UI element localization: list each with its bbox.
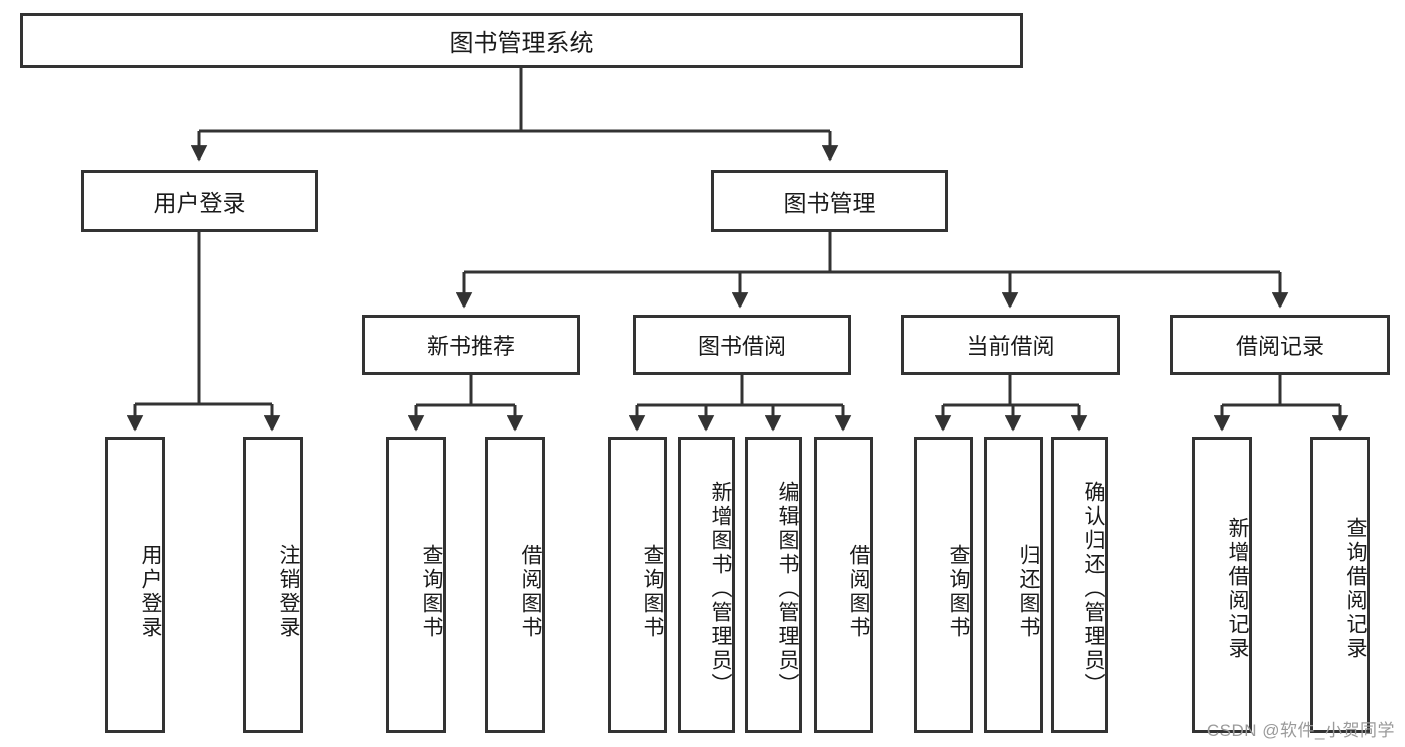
node-leaf-add-book-admin[interactable]: 新增图书（管理员） xyxy=(678,437,735,733)
node-leaf-borrow-book-1-label: 借阅图书 xyxy=(519,544,542,640)
node-leaf-query-book-1[interactable]: 查询图书 xyxy=(386,437,446,733)
node-root[interactable]: 图书管理系统 xyxy=(20,13,1023,68)
node-borrow-record-label: 借阅记录 xyxy=(1235,334,1324,359)
node-leaf-logout-login-label: 注销登录 xyxy=(277,544,300,640)
node-book-manage-label: 图书管理 xyxy=(783,190,876,216)
node-current-borrow-label: 当前借阅 xyxy=(966,334,1055,359)
node-book-borrow-label: 图书借阅 xyxy=(697,334,786,359)
node-leaf-borrow-book-1[interactable]: 借阅图书 xyxy=(485,437,545,733)
node-leaf-add-borrow-record[interactable]: 新增借阅记录 xyxy=(1192,437,1252,733)
node-leaf-confirm-return-admin[interactable]: 确认归还（管理员） xyxy=(1051,437,1108,733)
node-leaf-return-book-label: 归还图书 xyxy=(1017,544,1040,640)
node-leaf-edit-book-admin[interactable]: 编辑图书（管理员） xyxy=(745,437,802,733)
node-book-borrow[interactable]: 图书借阅 xyxy=(633,315,851,375)
node-leaf-query-book-3-label: 查询图书 xyxy=(947,544,970,640)
node-leaf-borrow-book-2-label: 借阅图书 xyxy=(847,544,870,640)
node-leaf-query-book-2[interactable]: 查询图书 xyxy=(608,437,667,733)
node-leaf-query-book-1-label: 查询图书 xyxy=(420,544,443,640)
node-leaf-query-borrow-record-label: 查询借阅记录 xyxy=(1344,517,1367,661)
node-leaf-query-book-2-label: 查询图书 xyxy=(641,544,664,640)
node-current-borrow[interactable]: 当前借阅 xyxy=(901,315,1120,375)
node-leaf-logout-login[interactable]: 注销登录 xyxy=(243,437,303,733)
node-root-label: 图书管理系统 xyxy=(449,30,594,57)
node-leaf-return-book[interactable]: 归还图书 xyxy=(984,437,1043,733)
node-leaf-borrow-book-2[interactable]: 借阅图书 xyxy=(814,437,873,733)
node-user-login-label: 用户登录 xyxy=(153,190,246,216)
watermark: CSDN @软件_小贺同学 xyxy=(1206,721,1395,740)
node-borrow-record[interactable]: 借阅记录 xyxy=(1170,315,1390,375)
node-leaf-confirm-return-admin-label: 确认归还（管理员） xyxy=(1082,481,1105,697)
node-book-manage[interactable]: 图书管理 xyxy=(711,170,948,232)
node-new-book-recommend-label: 新书推荐 xyxy=(426,334,515,359)
node-leaf-user-login-label: 用户登录 xyxy=(139,544,162,640)
node-leaf-add-borrow-record-label: 新增借阅记录 xyxy=(1226,517,1249,661)
node-leaf-user-login[interactable]: 用户登录 xyxy=(105,437,165,733)
node-leaf-query-borrow-record[interactable]: 查询借阅记录 xyxy=(1310,437,1370,733)
node-new-book-recommend[interactable]: 新书推荐 xyxy=(362,315,580,375)
node-user-login[interactable]: 用户登录 xyxy=(81,170,318,232)
node-leaf-add-book-admin-label: 新增图书（管理员） xyxy=(709,481,732,697)
node-leaf-query-book-3[interactable]: 查询图书 xyxy=(914,437,973,733)
node-leaf-edit-book-admin-label: 编辑图书（管理员） xyxy=(776,481,799,697)
